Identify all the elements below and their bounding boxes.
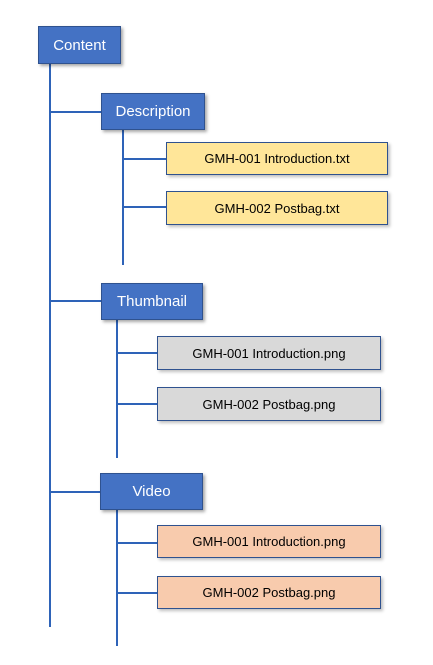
file-node-label: GMH-002 Postbag.txt [214, 200, 340, 216]
file-node: GMH-002 Postbag.txt [166, 191, 388, 225]
file-node-label: GMH-001 Introduction.png [192, 345, 346, 361]
root-trunk-line [49, 64, 51, 627]
file-node-label: GMH-002 Postbag.png [202, 585, 336, 600]
file-node: GMH-001 Introduction.png [157, 525, 381, 558]
file-node: GMH-001 Introduction.png [157, 336, 381, 370]
child-line-thumbnail-1 [116, 352, 158, 354]
group-node-label: Thumbnail [116, 293, 188, 310]
child-line-video-2 [116, 592, 158, 594]
group-node-video: Video [100, 473, 203, 510]
description-trunk-line [122, 130, 124, 265]
file-node-label: GMH-001 Introduction.txt [204, 151, 350, 166]
group-node-label: Video [132, 483, 171, 500]
thumbnail-trunk-line [116, 320, 118, 458]
child-line-description-2 [122, 206, 167, 208]
branch-line-description [49, 111, 102, 113]
child-line-thumbnail-2 [116, 403, 158, 405]
group-node-description: Description [101, 93, 205, 130]
branch-line-thumbnail [49, 300, 102, 302]
video-trunk-line [116, 510, 118, 646]
root-node-content: Content [38, 26, 121, 64]
branch-line-video [49, 491, 101, 493]
root-node-label: Content [53, 36, 106, 54]
child-line-video-1 [116, 542, 158, 544]
file-node-label: GMH-002 Postbag.png [202, 396, 336, 412]
file-node: GMH-001 Introduction.txt [166, 142, 388, 175]
group-node-thumbnail: Thumbnail [101, 283, 203, 320]
group-node-label: Description [115, 103, 191, 120]
child-line-description-1 [122, 158, 167, 160]
file-node-label: GMH-001 Introduction.png [192, 534, 346, 549]
file-node: GMH-002 Postbag.png [157, 576, 381, 609]
file-node: GMH-002 Postbag.png [157, 387, 381, 421]
